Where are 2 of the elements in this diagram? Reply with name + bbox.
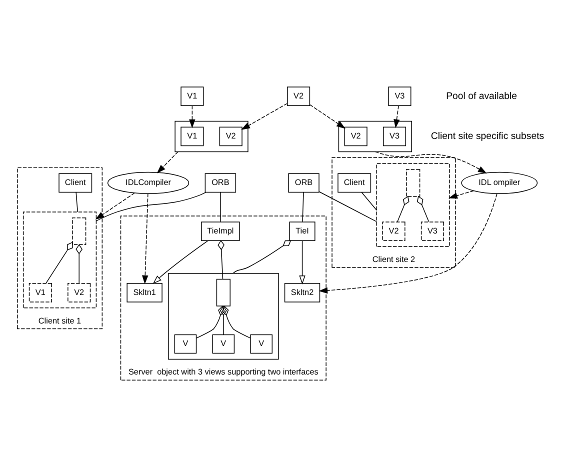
label: Pool of available [446, 90, 517, 102]
label: Client site specific subsets [430, 130, 544, 142]
